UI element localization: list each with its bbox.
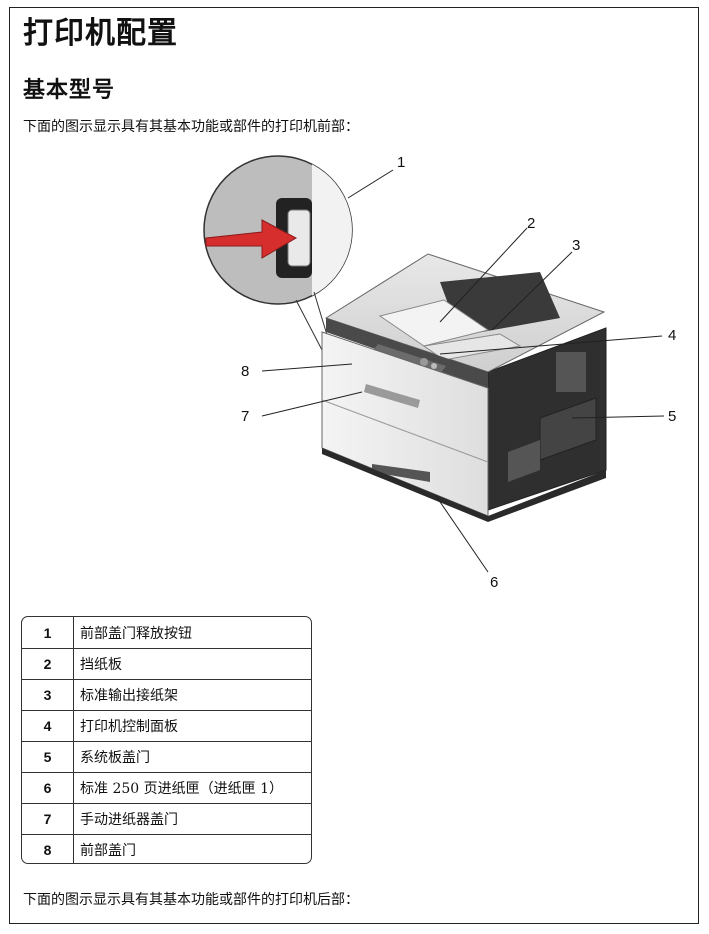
callout-8: 8 (241, 363, 249, 380)
callout-4: 4 (668, 327, 676, 344)
part-description: 前部盖门释放按钮 (80, 625, 192, 642)
callout-3: 3 (572, 237, 580, 254)
part-description: 标准输出接纸架 (80, 688, 178, 704)
part-description: 打印机控制面板 (80, 719, 178, 735)
page-title: 打印机配置 (23, 16, 178, 51)
table-row: 5 系统板盖门 (22, 741, 311, 772)
callout-leader-lines (261, 169, 665, 573)
section-title: 基本型号 (23, 78, 116, 103)
callout-5: 5 (668, 408, 676, 425)
table-row: 6 标准 250 页进纸匣（进纸匣 1） (22, 772, 311, 803)
part-description: 系统板盖门 (80, 750, 150, 766)
release-button-zoom (203, 155, 353, 351)
printer-front-illustration: 1 2 3 4 5 6 7 8 (203, 154, 676, 591)
parts-table: 1 前部盖门释放按钮 2 挡纸板 3 标准输出接纸架 4 打印机控制面板 5 系… (21, 616, 312, 864)
table-row: 3 标准输出接纸架 (22, 679, 311, 710)
part-description: 挡纸板 (80, 657, 122, 673)
table-row: 4 打印机控制面板 (22, 710, 311, 741)
part-description: 手动进纸器盖门 (80, 812, 178, 828)
table-row: 7 手动进纸器盖门 (22, 803, 311, 834)
callout-1: 1 (397, 154, 405, 171)
intro-text: 下面的图示显示具有其基本功能或部件的打印机前部： (23, 119, 359, 135)
part-number: 8 (22, 835, 74, 863)
callout-7: 7 (241, 408, 249, 425)
table-row: 1 前部盖门释放按钮 (22, 617, 311, 648)
part-number: 7 (22, 804, 74, 834)
part-number: 6 (22, 773, 74, 803)
part-number: 3 (22, 680, 74, 710)
part-number: 5 (22, 742, 74, 772)
page-frame (9, 7, 699, 924)
table-row: 2 挡纸板 (22, 648, 311, 679)
callout-6: 6 (490, 574, 498, 591)
table-row: 8 前部盖门 (22, 834, 311, 863)
printer-body (321, 253, 607, 522)
callout-2: 2 (527, 215, 535, 232)
part-number: 4 (22, 711, 74, 741)
part-description: 前部盖门 (80, 843, 136, 859)
outro-text: 下面的图示显示具有其基本功能或部件的打印机后部： (23, 892, 359, 908)
part-description: 标准 250 页进纸匣（进纸匣 1） (80, 781, 283, 797)
part-number: 1 (22, 617, 74, 648)
part-number: 2 (22, 649, 74, 679)
